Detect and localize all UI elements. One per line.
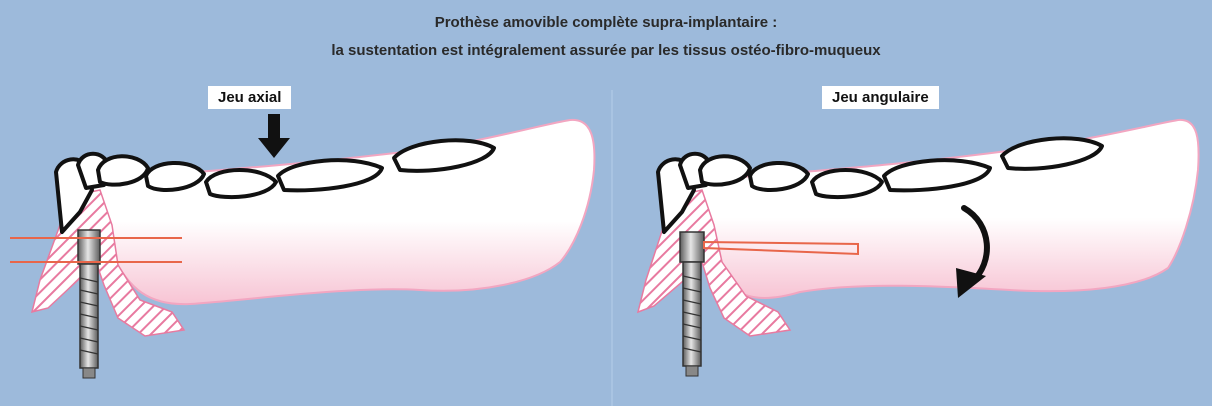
implant-abutment-left — [78, 230, 100, 264]
implant-right — [680, 232, 704, 376]
implant-tip-left — [83, 368, 95, 378]
premolar-2-right — [812, 170, 882, 197]
diagram-title-line-2: la sustentation est intégralement assuré… — [0, 42, 1212, 59]
label-axial-play: Jeu axial — [208, 86, 291, 109]
diagram-title-line-1: Prothèse amovible complète supra-implant… — [0, 14, 1212, 31]
premolar-2-left — [206, 170, 276, 197]
implant-abutment-right — [680, 232, 704, 262]
implant-left — [78, 230, 100, 378]
implant-tip-right — [686, 366, 698, 376]
label-angular-play: Jeu angulaire — [822, 86, 939, 109]
